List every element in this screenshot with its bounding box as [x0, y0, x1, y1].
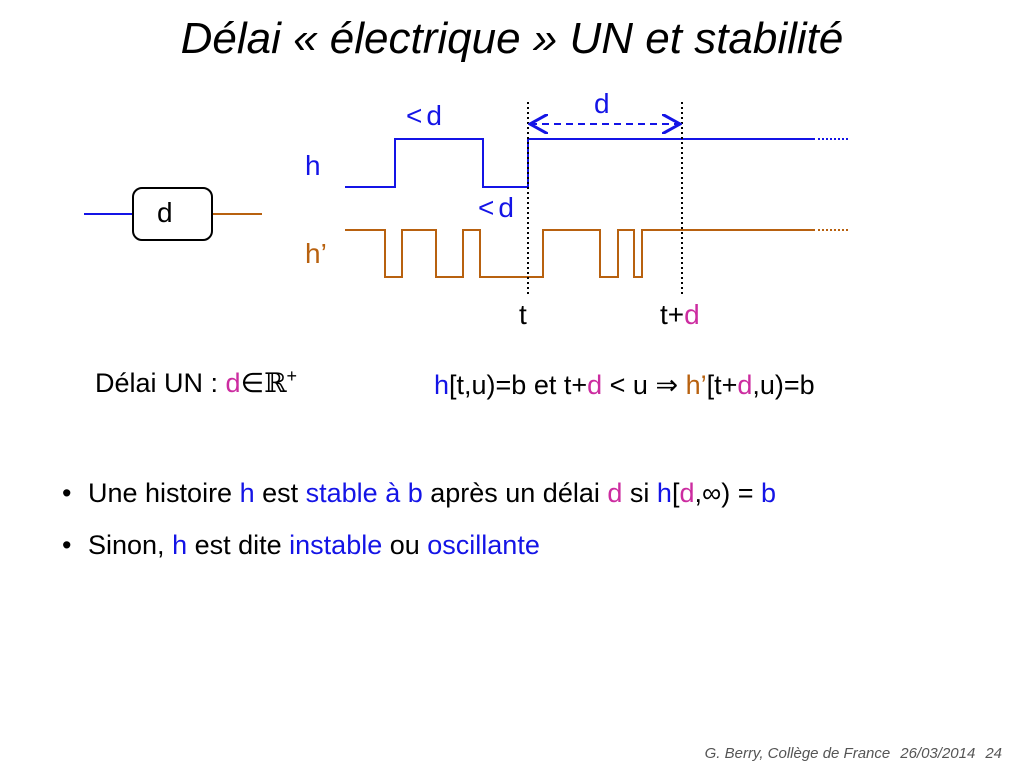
formula-hprime: h’ [685, 370, 707, 400]
lt-d-bottom: <d [478, 192, 514, 224]
lt-d-top: <d [406, 100, 442, 132]
formula-part3: [t+ [706, 370, 738, 400]
element-of: ∈ [240, 368, 265, 398]
text: Une histoire [88, 478, 240, 508]
text: Sinon, [88, 530, 173, 560]
delai-d: d [225, 368, 241, 398]
h-waveform [345, 138, 815, 188]
h-label: h [305, 150, 321, 181]
oscillante-term: oscillante [427, 530, 540, 560]
bullet-stable: • Une histoire h est stable à b après un … [62, 478, 776, 509]
hprime-waveform [345, 229, 815, 278]
h-term: h [172, 530, 188, 560]
text: si [622, 478, 657, 508]
formula-h: h [434, 370, 450, 400]
formula-part2: < u ⇒ [602, 370, 686, 400]
d-text: d [684, 299, 700, 330]
reals-symbol: ℝ [264, 368, 287, 399]
d-term: d [607, 478, 623, 508]
footer: G. Berry, Collège de France 26/03/2014 24 [695, 745, 1002, 762]
text: ,∞) = [694, 478, 761, 508]
h-term: h [656, 478, 672, 508]
formula-part1: [t,u)=b et t+ [449, 370, 588, 400]
d-term: d [679, 478, 695, 508]
footer-date: 26/03/2014 [900, 745, 976, 762]
t-text: t [660, 299, 668, 330]
lt-operator: < [406, 100, 423, 131]
text: [ [671, 478, 680, 508]
delay-box-label: d [157, 197, 173, 228]
text: après un délai [422, 478, 608, 508]
d-span-label: d [594, 88, 610, 119]
lt-d-value: d [426, 100, 442, 131]
formula-d2: d [737, 370, 753, 400]
delai-prefix: Délai UN : [95, 368, 226, 398]
stable-term: stable à b [305, 478, 423, 508]
b-term: b [761, 478, 777, 508]
delai-un-definition: Délai UN : d∈ℝ+ [95, 366, 297, 399]
text: est dite [187, 530, 290, 560]
formula-part4: ,u)=b [752, 370, 815, 400]
lt-operator: < [478, 192, 495, 223]
bullet-dot: • [62, 530, 72, 560]
h-term: h [239, 478, 255, 508]
bullet-instable: • Sinon, h est dite instable ou oscillant… [62, 530, 540, 561]
t-label: t [519, 299, 527, 330]
text: est [254, 478, 306, 508]
delay-box [132, 187, 213, 241]
stability-formula: h[t,u)=b et t+d < u ⇒ h’[t+d,u)=b [434, 370, 815, 401]
instable-term: instable [289, 530, 383, 560]
plus-superscript: + [286, 366, 298, 386]
text: ou [382, 530, 428, 560]
footer-author: G. Berry, Collège de France [704, 745, 891, 762]
slide-title: Délai « électrique » UN et stabilité [180, 14, 844, 63]
page-number: 24 [985, 745, 1002, 762]
bullet-dot: • [62, 478, 72, 508]
formula-d1: d [587, 370, 603, 400]
hprime-label: h’ [305, 238, 327, 269]
plus-sign: + [667, 299, 685, 330]
lt-d-value: d [498, 192, 514, 223]
t-plus-d-label: t+d [660, 299, 700, 331]
